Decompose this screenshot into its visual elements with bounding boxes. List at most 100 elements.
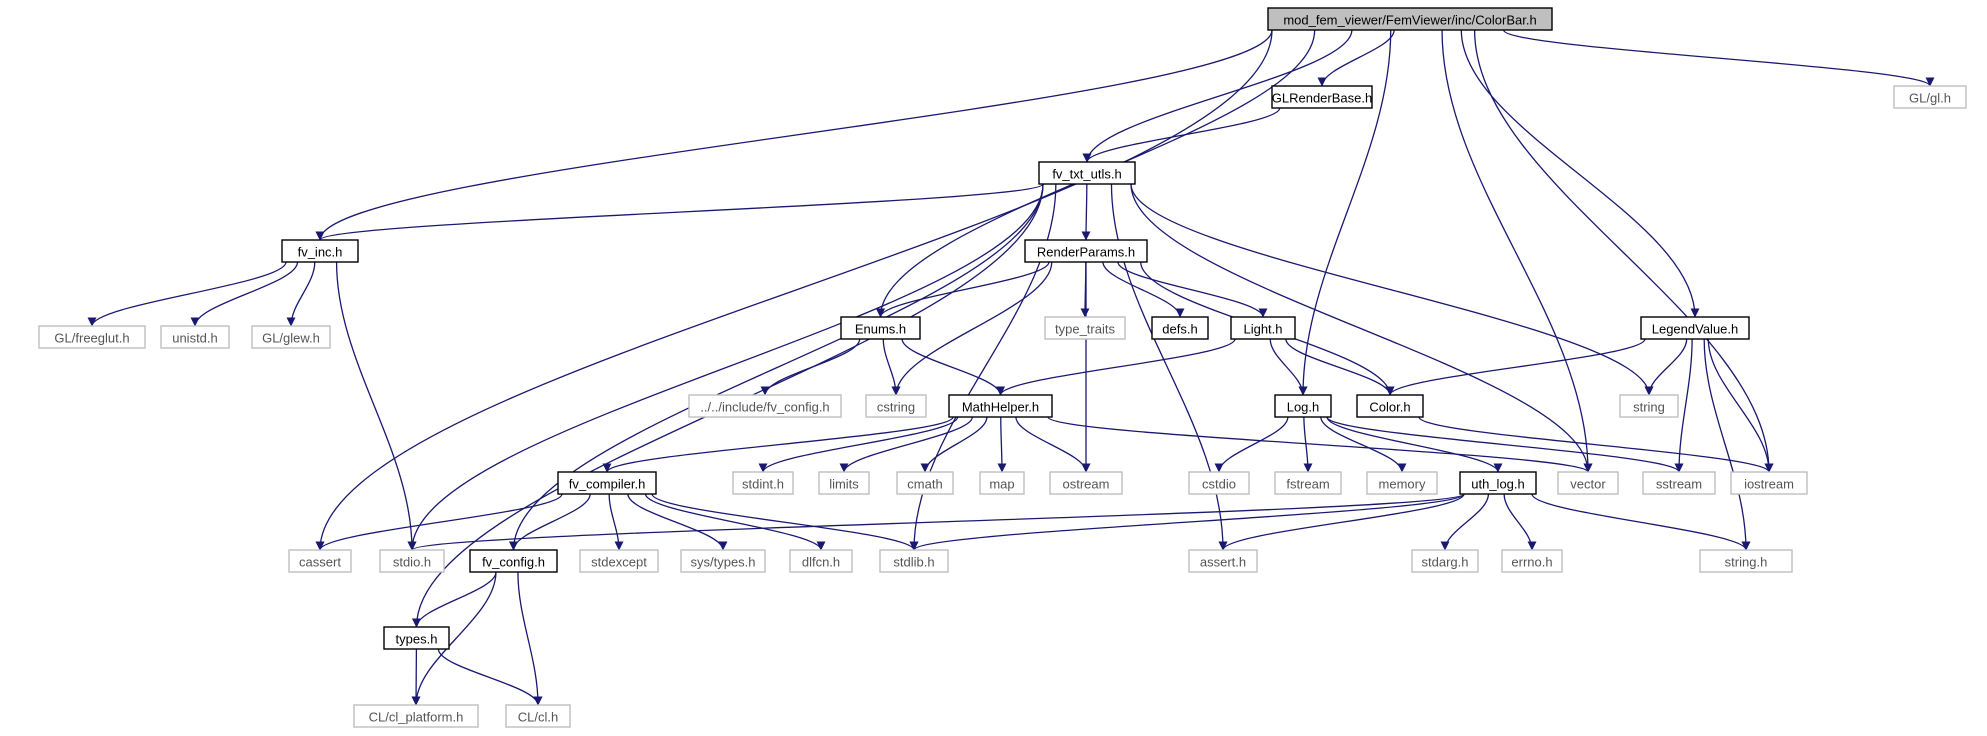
node-box xyxy=(789,549,853,573)
edge-fvcompiler-to-stdexcept xyxy=(608,493,624,551)
edge-line xyxy=(1130,183,1654,396)
edge-line xyxy=(1110,183,1228,551)
edge-renderparams-to-enums xyxy=(876,261,1050,318)
node-box xyxy=(840,316,921,340)
edge-fvtxt-to-renderparams xyxy=(1081,183,1091,241)
node-label: fstream xyxy=(1286,477,1329,492)
node-colorbar[interactable]: mod_fem_viewer/FemViewer/inc/ColorBar.h xyxy=(1267,7,1553,31)
edge-enums-to-cstring xyxy=(882,338,901,396)
edge-line xyxy=(1102,261,1185,318)
edge-line xyxy=(1214,416,1289,473)
node-dlfcn: dlfcn.h xyxy=(789,549,853,573)
node-label: GL/gl.h xyxy=(1909,91,1951,106)
node-box xyxy=(1459,471,1537,495)
edge-legendvalue-to-color xyxy=(1385,338,1646,396)
node-uthlog[interactable]: uth_log.h xyxy=(1459,471,1537,495)
node-box xyxy=(1557,471,1619,495)
edge-line xyxy=(651,493,919,551)
node-label: RenderParams.h xyxy=(1037,245,1135,260)
edge-line xyxy=(437,648,543,706)
node-freeglut: GL/freeglut.h xyxy=(38,325,146,349)
edge-legendvalue-to-string xyxy=(1644,338,1688,396)
node-fvcompiler[interactable]: fv_compiler.h xyxy=(557,471,657,495)
edge-line xyxy=(1117,261,1268,318)
node-mathhelper[interactable]: MathHelper.h xyxy=(948,394,1053,418)
node-cassert: cassert xyxy=(288,549,352,573)
node-cstdio: cstdio xyxy=(1188,471,1250,495)
node-glrenderbase[interactable]: GLRenderBase.h xyxy=(1271,85,1373,109)
edge-line xyxy=(1298,29,1392,396)
node-legendvalue[interactable]: LegendValue.h xyxy=(1640,316,1750,340)
node-box xyxy=(1274,471,1342,495)
node-label: fv_compiler.h xyxy=(569,477,646,492)
node-box xyxy=(251,325,331,349)
node-box xyxy=(469,549,558,573)
edge-color-to-iostream xyxy=(1418,416,1774,473)
node-includefvconfig: ../../include/fv_config.h xyxy=(688,394,842,418)
node-label: vector xyxy=(1570,477,1606,492)
node-clplatform: CL/cl_platform.h xyxy=(353,704,479,728)
node-ostream: ostream xyxy=(1049,471,1123,495)
node-label: ../../include/fv_config.h xyxy=(700,400,829,415)
edge-line xyxy=(627,493,728,551)
edge-enums-to-mathhelper xyxy=(901,338,1005,396)
edge-legendvalue-to-sstream xyxy=(1674,338,1693,473)
edge-fvtxt-to-fvconfig xyxy=(509,183,1044,551)
edge-line xyxy=(909,183,1057,551)
edge-line xyxy=(1644,338,1688,396)
edge-renderparams-to-defs xyxy=(1102,261,1185,318)
edge-fvtxt-to-stdio xyxy=(407,183,1044,551)
node-label: CL/cl_platform.h xyxy=(369,710,464,725)
edge-colorbar-to-fvinc xyxy=(315,29,1273,241)
node-box xyxy=(732,471,794,495)
edge-legendvalue-to-stringh xyxy=(1703,338,1751,551)
node-fvconfig[interactable]: fv_config.h xyxy=(469,549,558,573)
edge-line xyxy=(1047,416,1593,473)
node-box xyxy=(353,704,479,728)
node-label: memory xyxy=(1379,477,1426,492)
node-label: Color.h xyxy=(1369,400,1410,415)
node-defs[interactable]: defs.h xyxy=(1151,316,1209,340)
node-box xyxy=(1151,316,1209,340)
node-stdio: stdio.h xyxy=(379,549,445,573)
edge-line xyxy=(839,416,973,473)
edge-colorbar-to-fvtxt xyxy=(1082,29,1353,163)
edge-renderparams-to-typetraits xyxy=(1080,261,1090,318)
node-box xyxy=(680,549,766,573)
node-enums[interactable]: Enums.h xyxy=(840,316,921,340)
edge-colorbar-to-iostream xyxy=(1473,29,1774,473)
edge-fvconfig-to-clplatform xyxy=(411,571,497,706)
edge-line xyxy=(1326,416,1503,473)
node-stdarg: stdarg.h xyxy=(1411,549,1479,573)
nodes-layer: mod_fem_viewer/FemViewer/inc/ColorBar.hG… xyxy=(38,7,1967,728)
node-glew: GL/glew.h xyxy=(251,325,331,349)
edge-colorbar-to-glgl xyxy=(1502,29,1935,87)
node-box xyxy=(879,549,949,573)
node-label: errno.h xyxy=(1511,555,1552,570)
node-color[interactable]: Color.h xyxy=(1356,394,1424,418)
node-label: fv_txt_utls.h xyxy=(1052,167,1121,182)
edge-line xyxy=(909,493,1465,551)
node-iostream: iostream xyxy=(1730,471,1808,495)
node-label: cstring xyxy=(877,400,915,415)
edge-legendvalue-to-iostream xyxy=(1707,338,1774,473)
node-fvtxt[interactable]: fv_txt_utls.h xyxy=(1038,161,1136,185)
node-types[interactable]: types.h xyxy=(383,626,450,650)
node-light[interactable]: Light.h xyxy=(1230,316,1296,340)
edge-line xyxy=(996,338,1236,396)
node-log[interactable]: Log.h xyxy=(1274,394,1332,418)
edge-line xyxy=(876,261,1050,318)
node-label: Light.h xyxy=(1243,322,1282,337)
edge-line xyxy=(1531,493,1751,551)
edges-layer xyxy=(87,29,1935,706)
node-box xyxy=(1024,239,1148,263)
node-fvinc[interactable]: fv_inc.h xyxy=(281,239,359,263)
node-box xyxy=(1619,394,1679,418)
node-box xyxy=(1230,316,1296,340)
node-box xyxy=(288,549,352,573)
node-renderparams[interactable]: RenderParams.h xyxy=(1024,239,1148,263)
edge-line xyxy=(335,261,417,551)
node-label: limits xyxy=(829,477,859,492)
edge-line xyxy=(286,261,316,327)
edge-line xyxy=(1015,416,1091,473)
